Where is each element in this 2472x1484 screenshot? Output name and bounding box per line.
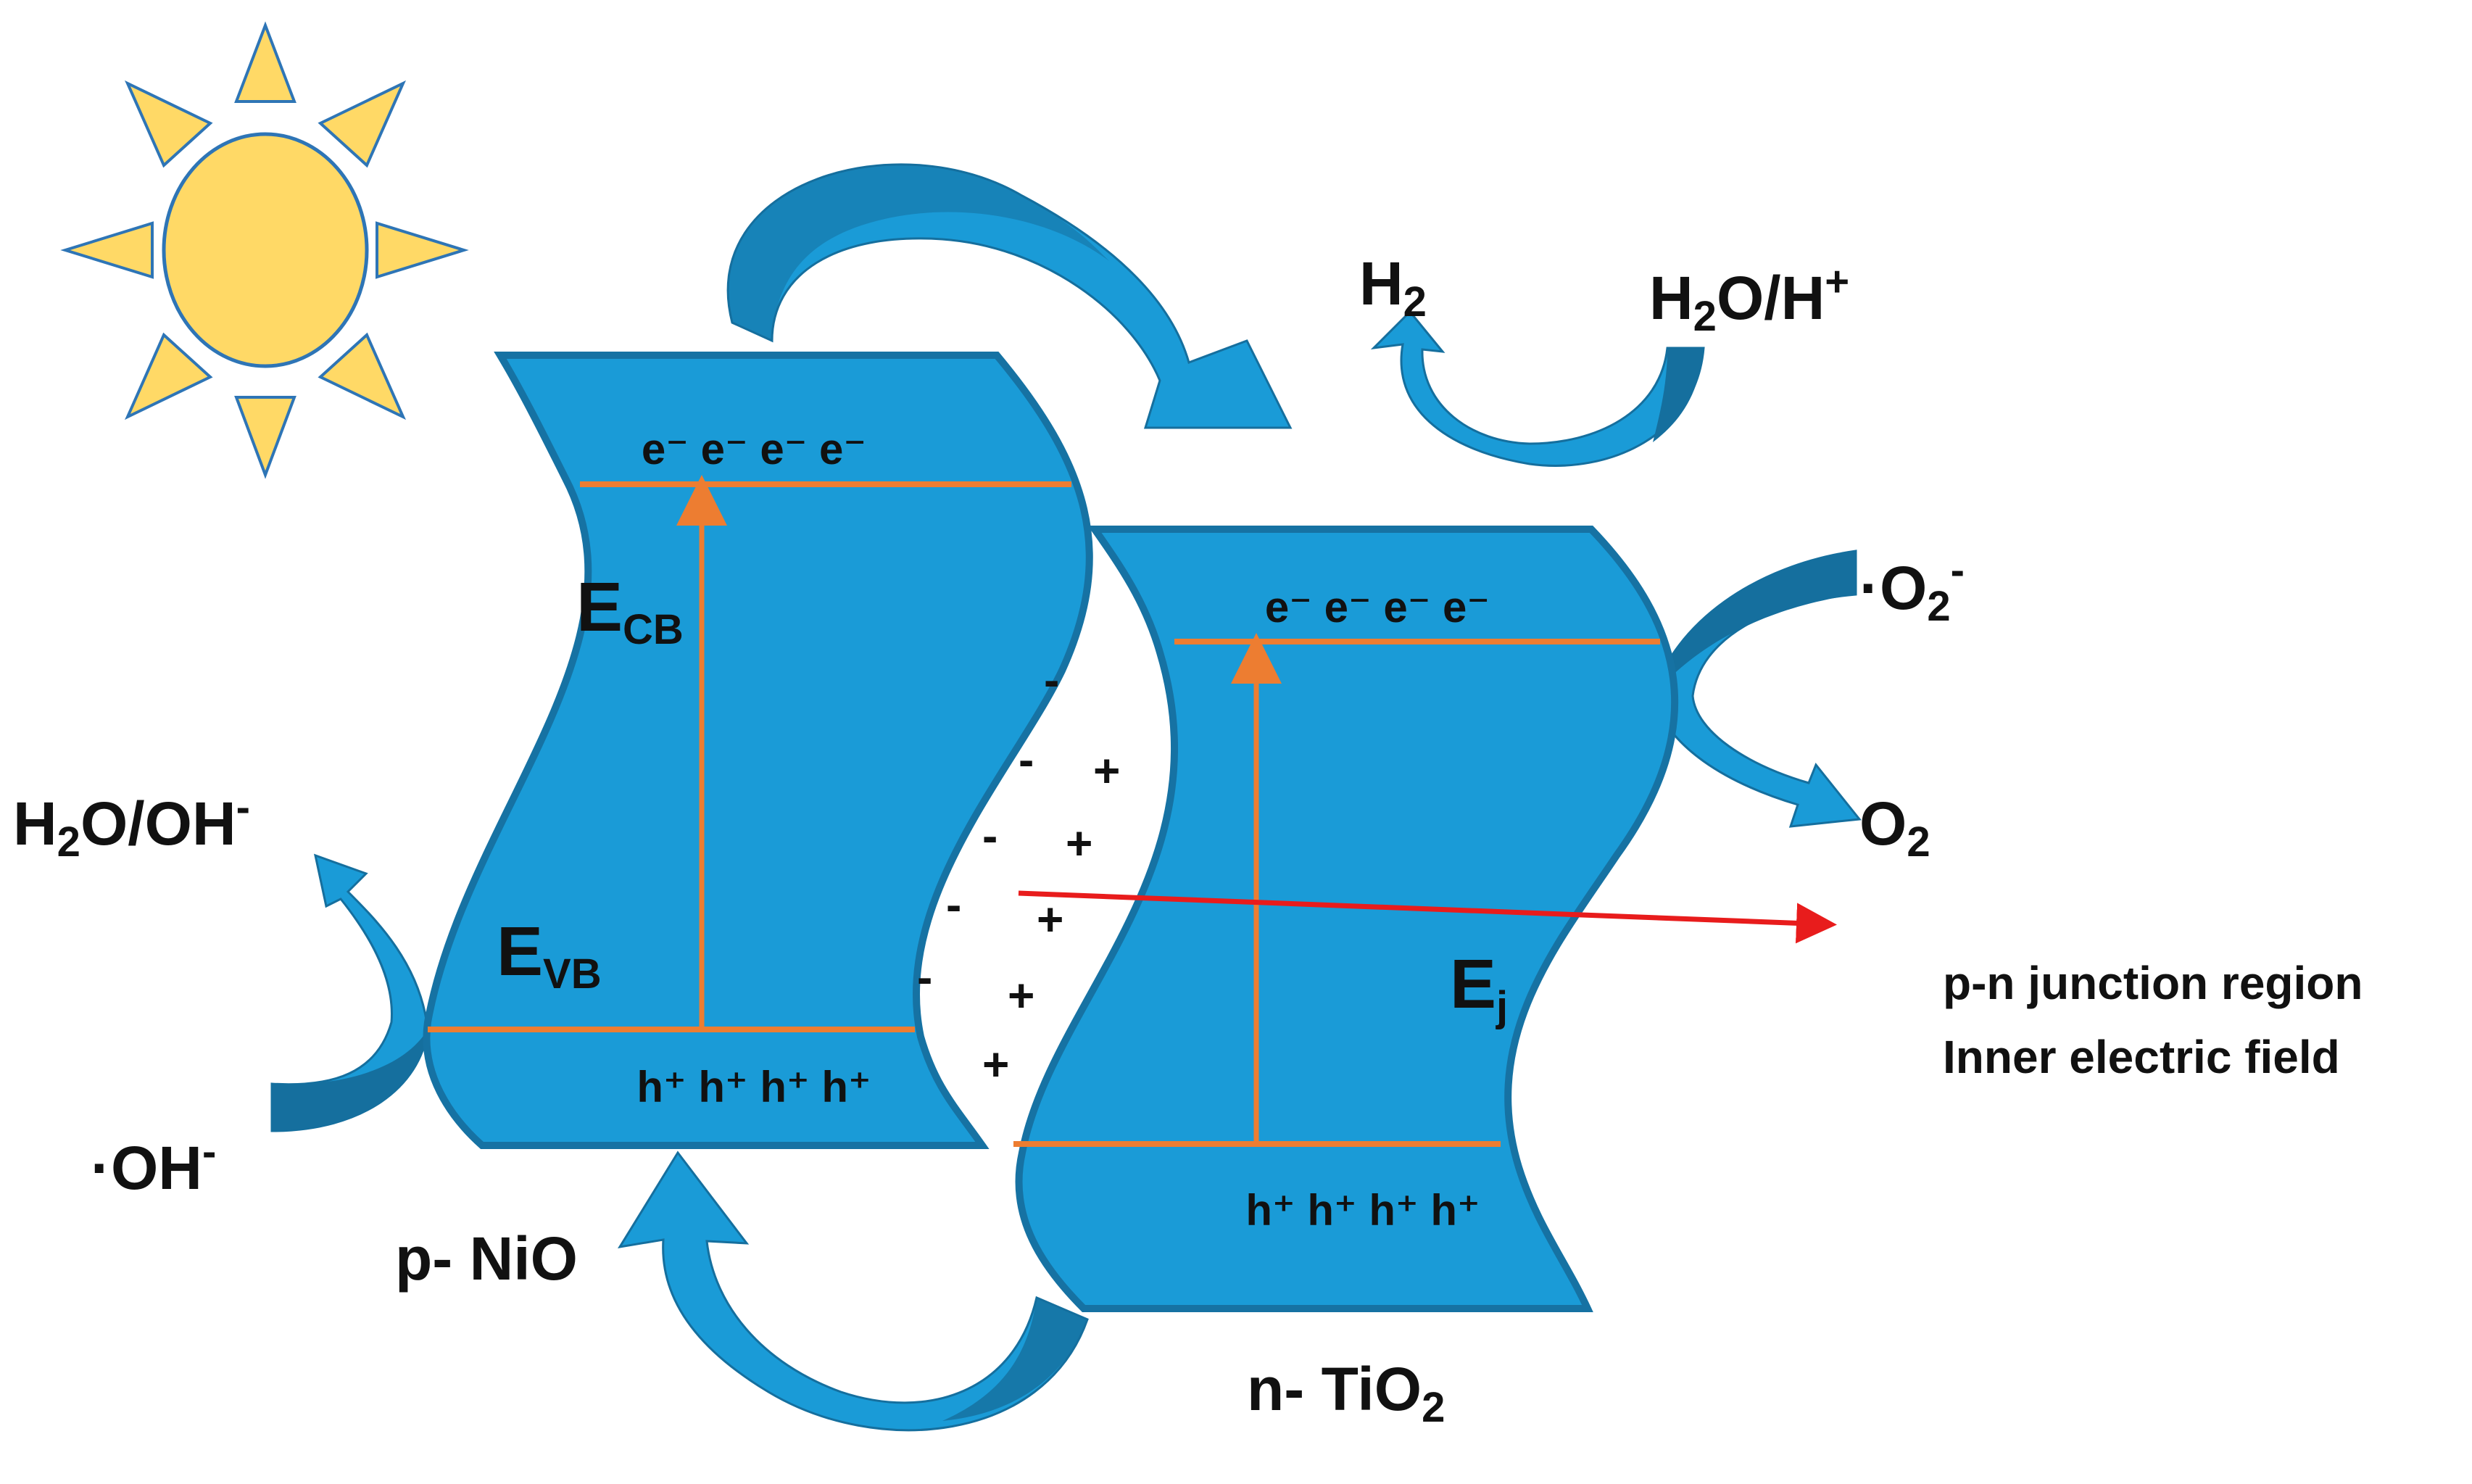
p-holes: h⁺ h⁺ h⁺ h⁺ [636, 1063, 871, 1111]
ej-label: Ej [1450, 945, 1508, 1030]
junction-minus: - [1019, 734, 1034, 786]
n-band-shape [1015, 526, 1679, 1312]
n-tio2-label: n- TiO2 [1247, 1355, 1445, 1431]
o2-label: O2 [1859, 789, 1930, 866]
junction-plus: + [1066, 817, 1092, 869]
h2o-h-label: H2O/H+ [1649, 258, 1849, 340]
junction-plus: + [1093, 745, 1120, 797]
junction-plus: + [1008, 969, 1034, 1021]
h2o-oh-label: H2O/OH- [13, 784, 250, 866]
junction-minus: - [917, 951, 932, 1003]
sun-icon [60, 21, 469, 479]
inner-field-arrow [1018, 890, 1837, 944]
sun-rays [60, 21, 469, 479]
top-arrow-shade [728, 164, 1109, 341]
p-nio-label: p- NiO [395, 1224, 578, 1293]
o2-radical-label: ·O2- [1859, 547, 1965, 630]
h2-label: H2 [1359, 249, 1427, 326]
junction-note-line1: p-n junction region [1943, 957, 2363, 1009]
o2-arrow-shade [1653, 551, 1856, 696]
n-electrons: e⁻ e⁻ e⁻ e⁻ [1265, 583, 1490, 631]
p-band-shape [423, 352, 1093, 1149]
h2-arrow-shade [1653, 348, 1704, 442]
oh-arrow-shade [272, 1029, 428, 1131]
p-electrons: e⁻ e⁻ e⁻ e⁻ [642, 425, 866, 473]
bottom-arrow-shade [942, 1298, 1087, 1421]
junction-plus: + [1037, 893, 1063, 945]
junction-minus: - [982, 810, 997, 862]
junction-minus: - [1044, 654, 1059, 706]
ecb-label: ECB [576, 568, 684, 653]
junction-charges: - - - - - + + + + + [917, 654, 1120, 1090]
junction-minus: - [946, 879, 961, 931]
h2-evolution-arrow [1370, 310, 1705, 467]
bottom-transfer-arrow [617, 1151, 1089, 1432]
oh-radical-label: ·OH- [91, 1128, 216, 1202]
junction-plus: + [982, 1038, 1009, 1090]
junction-note-line2: Inner electric field [1943, 1031, 2340, 1083]
n-holes: h⁺ h⁺ h⁺ h⁺ [1245, 1186, 1480, 1235]
evb-label: EVB [497, 913, 602, 998]
sun-disc [162, 132, 369, 368]
